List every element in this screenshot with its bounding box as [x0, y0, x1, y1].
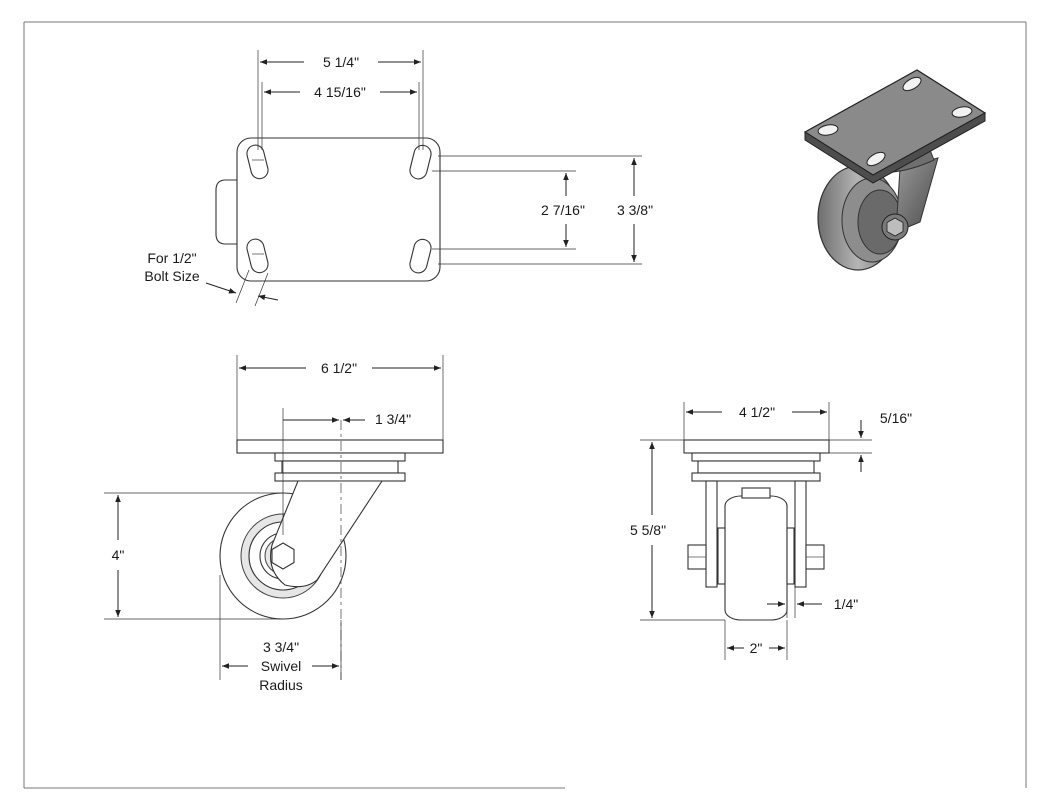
top-overall-width-label: 5 1/4": [323, 54, 359, 70]
swivel-offset-label: 1 3/4": [375, 411, 411, 427]
side-plate: [236, 439, 444, 454]
bolt-slot: [409, 144, 432, 180]
top-bolt-width-label: 4 15/16": [314, 84, 366, 100]
wheel-diameter-label: 4": [112, 547, 125, 563]
front-fork-left: [705, 480, 718, 588]
drawing-border: [23, 21, 1027, 789]
front-fork-right: [794, 480, 807, 588]
bearing-offset-label: 1/4": [834, 596, 858, 612]
side-fork: [270, 480, 384, 588]
bolt-slot: [246, 144, 269, 180]
front-wheel: [724, 495, 788, 621]
top-view-stem: [215, 179, 238, 245]
top-view: 5 1/4" 4 15/16" 2 7/16" 3 3/8" For 1/2" …: [144, 50, 653, 307]
swivel-radius-line3: Radius: [259, 677, 303, 693]
wheel-width-label: 2": [750, 640, 763, 656]
swivel-radius-line2: Swivel: [261, 658, 301, 674]
top-bolt-length-label: 2 7/16": [541, 202, 585, 218]
top-plate: [236, 137, 441, 282]
front-plate: [683, 439, 830, 454]
bolt-slot: [409, 238, 432, 274]
bolt-note-line2: Bolt Size: [144, 268, 199, 284]
front-view: 4 1/2" 5/16" 5 5/8" 1/4" 2": [630, 402, 912, 660]
bolt-note-line1: For 1/2": [147, 250, 196, 266]
swivel-radius-value: 3 3/4": [263, 639, 299, 655]
bolt-slots: [246, 144, 432, 274]
isometric-view: [803, 69, 987, 271]
front-plate-width-label: 4 1/2": [739, 404, 775, 420]
overall-height-label: 5 5/8": [630, 522, 666, 538]
bolt-slot: [246, 238, 269, 274]
side-plate-width-label: 6 1/2": [321, 360, 357, 376]
top-overall-length-label: 3 3/8": [617, 202, 653, 218]
iso-plate: [803, 69, 987, 176]
side-view: 6 1/2" 1 3/4" 4" 3 3/4" Swivel Radius: [104, 355, 444, 693]
plate-thickness-label: 5/16": [880, 410, 912, 426]
